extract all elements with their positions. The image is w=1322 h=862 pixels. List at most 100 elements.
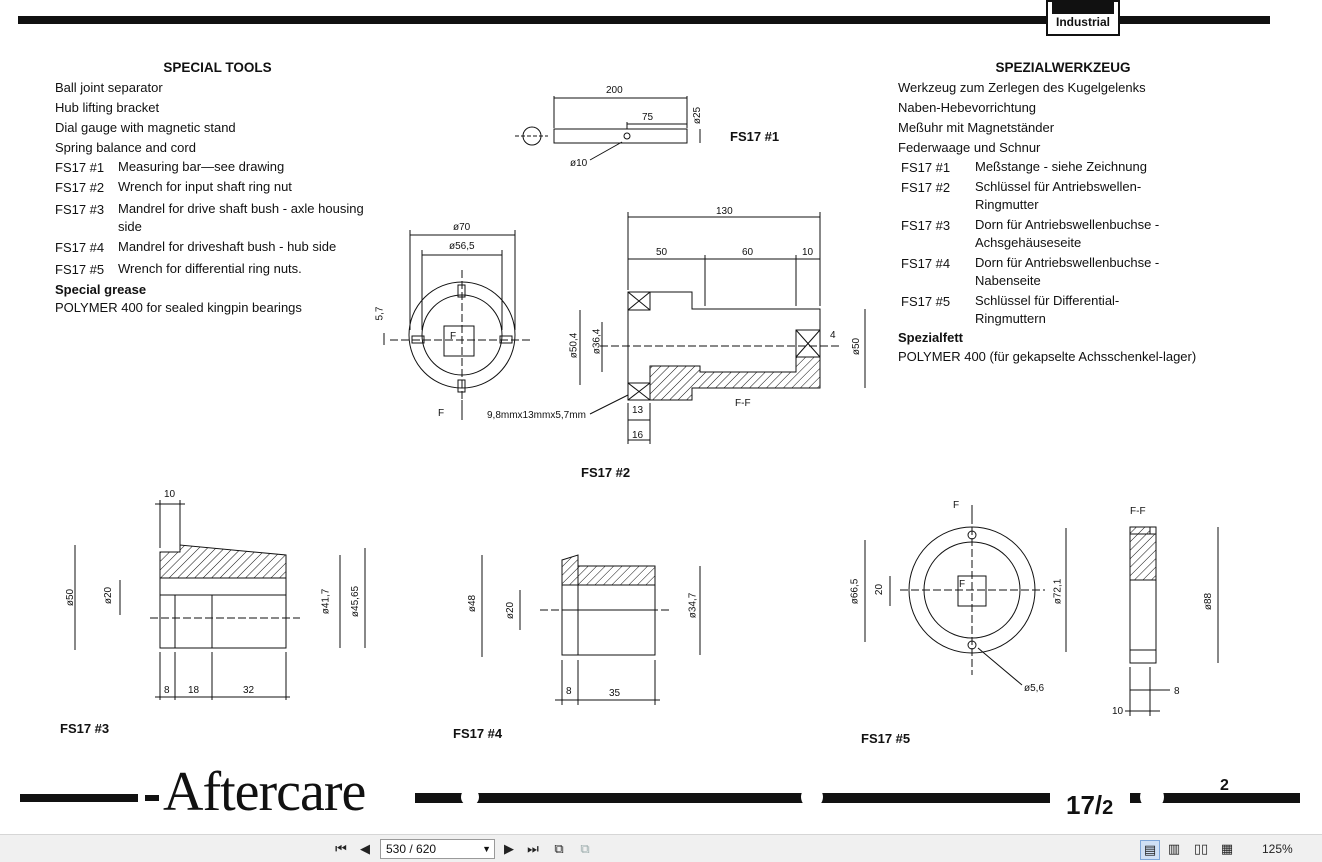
back-view-icon[interactable]: ⧉	[554, 841, 564, 856]
drawing-fs17-3	[74, 500, 366, 700]
list-item: Meßuhr mit Magnetständer	[898, 120, 1055, 135]
dim-label: ø56,5	[449, 241, 475, 252]
header-rule	[18, 16, 1046, 24]
list-item: Naben-Hebevorrichtung	[898, 100, 1037, 115]
special-tools-list: SPECIAL TOOLS Ball joint separator Hub l…	[55, 58, 375, 316]
dim-label: ø20	[505, 601, 517, 620]
list-item: Federwaage und Schnur	[898, 140, 1041, 155]
dim-label: ø50	[851, 337, 863, 356]
continuous-view-icon[interactable]: ▥	[1167, 841, 1181, 856]
dim-label: ø41,7	[320, 588, 332, 615]
spezialwerkzeug-list: SPEZIALWERKZEUG Werkzeug zum Zerlegen de…	[898, 58, 1228, 365]
dim-label: 75	[642, 112, 654, 123]
forward-view-icon[interactable]: ⧉	[580, 841, 590, 856]
tool-desc: Wrench for input shaft ring nut	[118, 179, 292, 194]
dim-label: F	[953, 500, 960, 511]
footer-rules	[20, 785, 1300, 809]
dim-label: 32	[243, 685, 255, 696]
drawing-fs17-4	[481, 554, 701, 705]
page-number-select[interactable]: 530 / 620 ▼	[380, 839, 495, 859]
mf-industrial-logo: Industrial	[1046, 0, 1120, 36]
tool-desc: Mandrel for drive shaft bush - axle hous…	[118, 201, 364, 234]
grease-text: POLYMER 400 (für gekapselte Achsschenkel…	[898, 349, 1197, 364]
fs17-3-label: FS17 #3	[60, 721, 110, 736]
list-item: FS17 #5 Schlüssel für Differential-Ringmu…	[898, 292, 1181, 328]
tool-code: FS17 #1	[901, 160, 951, 175]
drawing-fs17-2-section	[579, 212, 866, 444]
logo-mark	[1052, 0, 1114, 14]
tool-desc: Schlüssel für Differential-Ringmuttern	[975, 293, 1120, 326]
list-item: FS17 #2 Wrench for input shaft ring nut	[55, 178, 375, 198]
chevron-down-icon: ▼	[482, 844, 491, 854]
fs17-2-label: FS17 #2	[581, 465, 631, 480]
special-tools-title: SPECIAL TOOLS	[163, 60, 272, 75]
tool-desc: Wrench for differential ring nuts.	[118, 261, 302, 276]
spezialwerkzeug-title: SPEZIALWERKZEUG	[995, 60, 1131, 75]
fs17-4-label: FS17 #4	[453, 726, 503, 741]
page-major: 17/	[1066, 790, 1103, 820]
dim-label: 200	[606, 85, 623, 96]
page-indicator: 530 / 620	[386, 842, 437, 856]
dim-label: ø36,4	[591, 328, 603, 355]
page-number: 17/2	[1066, 790, 1113, 821]
dim-label: ø45,65	[350, 585, 362, 618]
drawing-fs17-2-front	[383, 230, 530, 420]
dim-label: ø66,5	[849, 578, 861, 605]
viewer-toolbar: ⏮ ◀ 530 / 620 ▼ ▶ ⏭ ⧉ ⧉ ▤ ▥ ▯▯ ▦ 125%	[0, 834, 1322, 862]
drawing-fs17-1	[515, 96, 701, 161]
tool-desc: Meßstange - siehe Zeichnung	[975, 159, 1147, 174]
dim-label: ø20	[103, 586, 115, 605]
fs17-1-label: FS17 #1	[730, 129, 780, 144]
aftercare-brand: Aftercare	[163, 761, 366, 823]
dim-label: 50	[656, 247, 668, 258]
dim-label: F-F	[735, 398, 751, 409]
dim-label: 13	[632, 405, 644, 416]
facing-view-icon[interactable]: ▯▯	[1193, 841, 1209, 856]
dim-label: ø70	[453, 222, 471, 233]
technical-drawings	[20, 96, 1300, 809]
previous-page-icon[interactable]: ◀	[360, 841, 370, 856]
dim-label: 8	[1174, 686, 1180, 697]
list-item: FS17 #5 Wrench for differential ring nuts…	[55, 260, 375, 280]
continuous-facing-view-icon[interactable]: ▦	[1220, 841, 1234, 856]
dim-label: 10	[1112, 706, 1124, 717]
single-page-view-icon[interactable]: ▤	[1140, 840, 1160, 860]
tool-code: FS17 #2	[901, 180, 951, 195]
tool-code: FS17 #4	[55, 240, 105, 255]
last-page-icon[interactable]: ⏭	[527, 841, 539, 856]
tool-desc: Dorn für Antriebswellenbuchse - Nabensei…	[975, 255, 1160, 288]
dim-label: 4	[830, 330, 836, 341]
grease-title: Spezialfett	[898, 330, 964, 345]
tool-code: FS17 #5	[55, 262, 105, 277]
dim-label: 8	[164, 685, 170, 696]
list-item: FS17 #1 Meßstange - siehe Zeichnung	[898, 158, 1228, 178]
dim-label: F	[450, 331, 457, 342]
first-page-icon[interactable]: ⏮	[335, 841, 347, 856]
dim-label: ø48	[467, 594, 479, 613]
dim-label: ø34,7	[687, 592, 699, 619]
list-item: Werkzeug zum Zerlegen des Kugelgelenks	[898, 80, 1146, 95]
header-rule-right	[1120, 16, 1270, 24]
drawing-fs17-5	[864, 505, 1219, 716]
dim-label: 10	[164, 489, 176, 500]
tool-desc: Dorn für Antriebswellenbuchse - Achsgehä…	[975, 217, 1160, 250]
dim-label: 130	[716, 206, 733, 217]
zoom-level[interactable]: 125%	[1262, 842, 1293, 856]
dim-label: ø50	[65, 588, 77, 607]
dim-label: 16	[632, 430, 644, 441]
fs17-5-label: FS17 #5	[861, 731, 911, 746]
tool-code: FS17 #1	[55, 160, 105, 175]
list-item: Spring balance and cord	[55, 140, 196, 155]
grease-text: POLYMER 400 for sealed kingpin bearings	[55, 300, 302, 315]
page-sub-number: 2	[1220, 777, 1229, 794]
next-page-icon[interactable]: ▶	[504, 841, 514, 856]
tool-code: FS17 #5	[901, 294, 951, 309]
tool-code: FS17 #2	[55, 180, 105, 195]
dim-label: 35	[609, 688, 621, 699]
logo-text: Industrial	[1055, 15, 1110, 29]
